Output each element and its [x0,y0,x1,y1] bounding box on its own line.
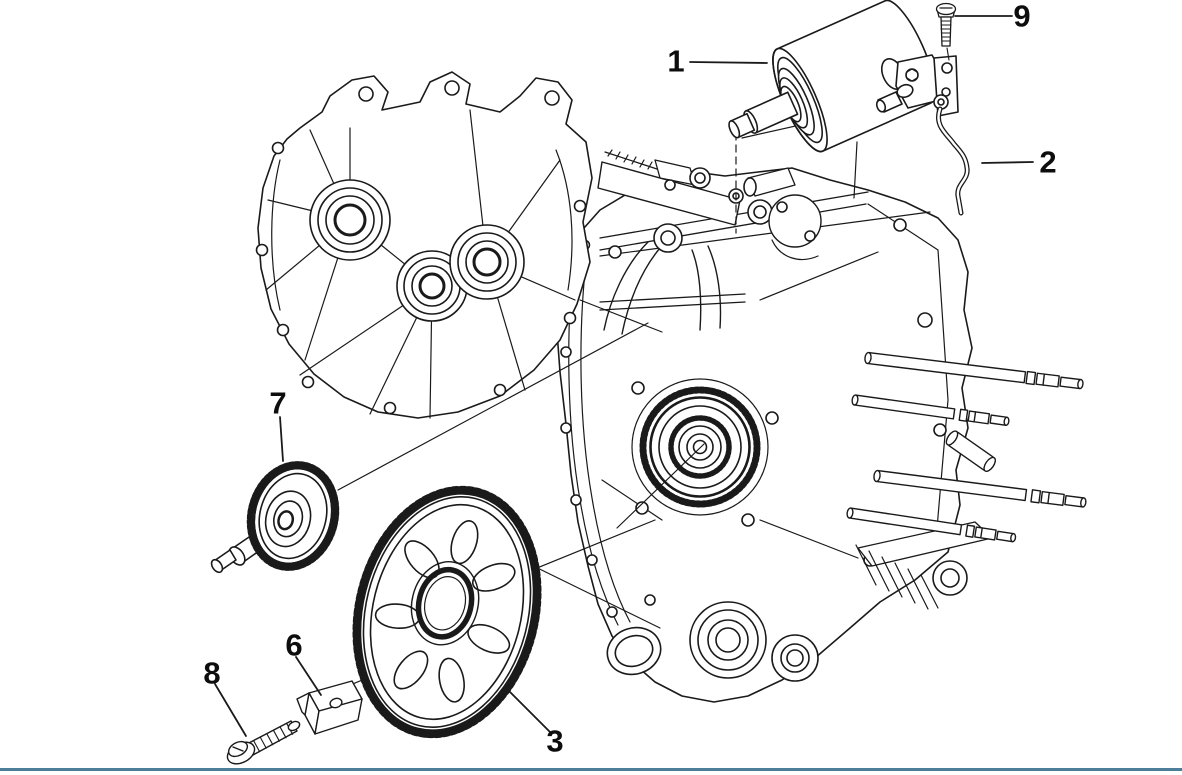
callout-3: 3 [546,723,564,759]
flange-bolt [226,720,301,765]
callout-1: 1 [667,43,685,79]
retainer-plate [296,680,363,735]
callout-9: 9 [1013,0,1031,34]
callout-7: 7 [269,385,287,421]
left-crankcase-half [255,71,593,419]
leader-lines [214,15,1034,737]
fixing-screw [935,2,957,61]
ring-gear [352,485,542,739]
leader-line-1 [689,61,768,64]
footer-divider [0,768,1182,771]
leader-line-2 [981,161,1034,164]
starter-cable [933,94,970,216]
leader-line-6 [295,656,322,696]
starter-motor [728,0,959,153]
leader-line-7 [279,416,284,462]
mounting-studs [846,351,1087,543]
leader-line-3 [508,690,551,733]
right-crankcase-assembly [553,149,993,703]
callout-6: 6 [285,627,303,663]
leader-line-8 [214,683,247,737]
callout-8: 8 [203,655,221,691]
callout-2: 2 [1039,144,1057,180]
intermediate-gear [210,461,340,574]
